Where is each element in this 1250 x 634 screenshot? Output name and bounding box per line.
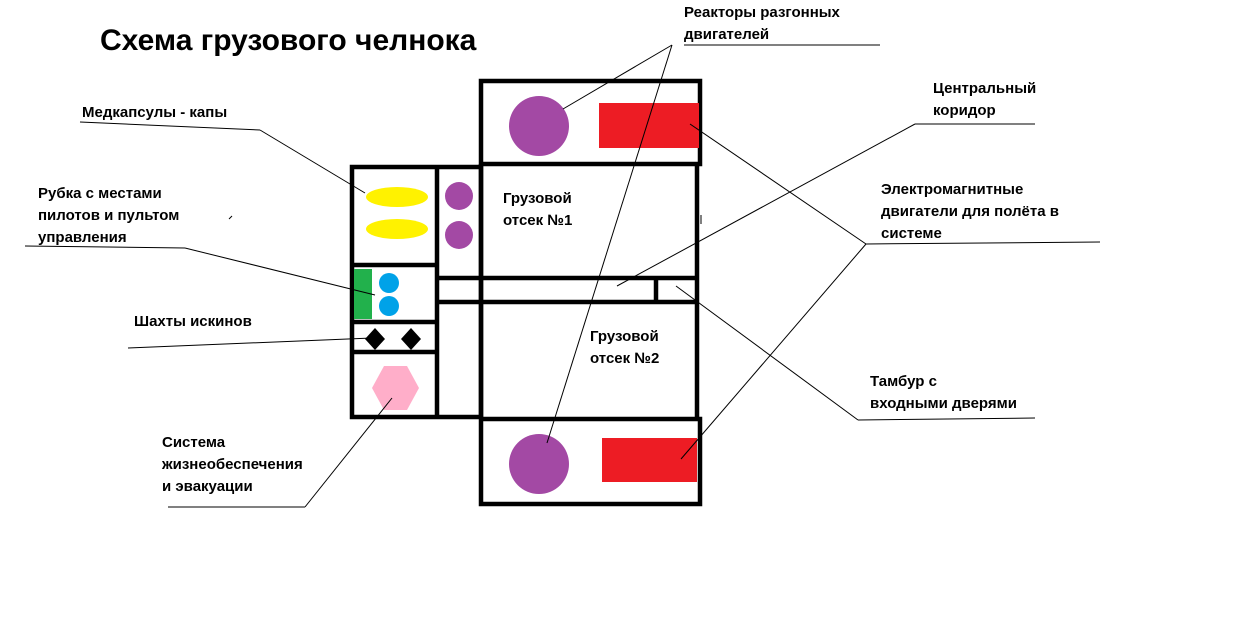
leader-engines-top (689, 123, 867, 245)
pilot-seat-1 (379, 273, 399, 293)
ai-shaft-1 (365, 328, 385, 350)
label-reactors-line-2: двигателей (684, 26, 769, 43)
label-life-support-line-2: жизнеобеспечения (161, 456, 303, 473)
label-cargo-bay-2-line-2: отсек №2 (590, 350, 659, 367)
life-support-unit (372, 366, 419, 410)
label-airlock: Тамбур с входными дверями (870, 373, 1017, 412)
reactor-bottom (509, 434, 569, 494)
label-central-corridor-line-2: коридор (933, 102, 996, 119)
front-section (349, 164, 484, 420)
label-reactors-line-1: Реакторы разгонных (684, 4, 841, 21)
label-cargo-bay-2-line-1: Грузовой (590, 328, 659, 345)
label-em-engines: Электромагнитные двигатели для полёта в си… (881, 181, 1059, 242)
label-airlock-line-2: входными дверями (870, 395, 1017, 412)
engine-bottom (602, 438, 697, 482)
label-central-corridor-line-1: Центральный (933, 80, 1036, 97)
top-engine-block (478, 78, 703, 167)
leader-engines-bottom (680, 243, 867, 460)
label-cargo-bay-2: Грузовой отсек №2 (590, 328, 659, 367)
label-life-support: Система жизнеобеспечения и эвакуации (161, 434, 303, 495)
medcapsule-2 (366, 219, 428, 239)
ship-hull (349, 78, 703, 507)
label-em-engines-line-3: системе (881, 225, 942, 242)
leader-engines-underline (865, 241, 1101, 245)
leader-cockpit (184, 247, 376, 296)
label-ai-shafts-line-1: Шахты искинов (134, 313, 252, 330)
label-airlock-line-1: Тамбур с (870, 373, 937, 390)
medcapsule-1 (366, 187, 428, 207)
label-cargo-bay-1: Грузовой отсек №1 (503, 190, 572, 229)
ai-shaft-2 (401, 328, 421, 350)
leader-airlock-underline (857, 417, 1036, 421)
label-em-engines-line-2: двигатели для полёта в (881, 203, 1059, 220)
label-life-support-line-3: и эвакуации (162, 478, 253, 495)
reactor-top (509, 96, 569, 156)
leader-corridor (616, 123, 916, 287)
control-console (354, 269, 372, 319)
leader-ai-shafts (127, 337, 373, 349)
engine-top (599, 103, 699, 148)
leader-lines (24, 44, 1101, 508)
leader-life-support (304, 397, 393, 508)
leader-airlock (675, 285, 859, 421)
leader-medcaps-underline (79, 121, 261, 131)
label-cockpit: Рубка с местами пилотов и пультом управлен… (38, 185, 179, 246)
label-ai-shafts: Шахты искинов (134, 313, 252, 330)
label-cockpit-line-3: управления (38, 229, 127, 246)
label-em-engines-line-1: Электромагнитные (881, 181, 1023, 198)
stray-mark (228, 215, 233, 220)
label-cargo-bay-1-line-1: Грузовой (503, 190, 572, 207)
leader-cockpit-underline (24, 245, 186, 249)
medcap-round-1 (445, 182, 473, 210)
leader-reactors-bottom (546, 44, 673, 444)
diagram-title: Схема грузового челнока (100, 24, 477, 57)
label-life-support-line-1: Система (162, 434, 226, 451)
leader-medcaps (259, 129, 366, 194)
label-reactors: Реакторы разгонных двигателей (684, 4, 841, 43)
bottom-engine-block (478, 416, 703, 507)
label-cockpit-line-2: пилотов и пультом (38, 207, 179, 224)
medcap-round-2 (445, 221, 473, 249)
pilot-seat-2 (379, 296, 399, 316)
leader-reactors-top (562, 44, 673, 110)
label-medcapsules: Медкапсулы - капы (82, 104, 227, 121)
label-central-corridor: Центральный коридор (933, 80, 1036, 119)
label-medcapsules-line-1: Медкапсулы - капы (82, 104, 227, 121)
label-cockpit-line-1: Рубка с местами (38, 185, 162, 202)
label-cargo-bay-1-line-2: отсек №1 (503, 212, 572, 229)
